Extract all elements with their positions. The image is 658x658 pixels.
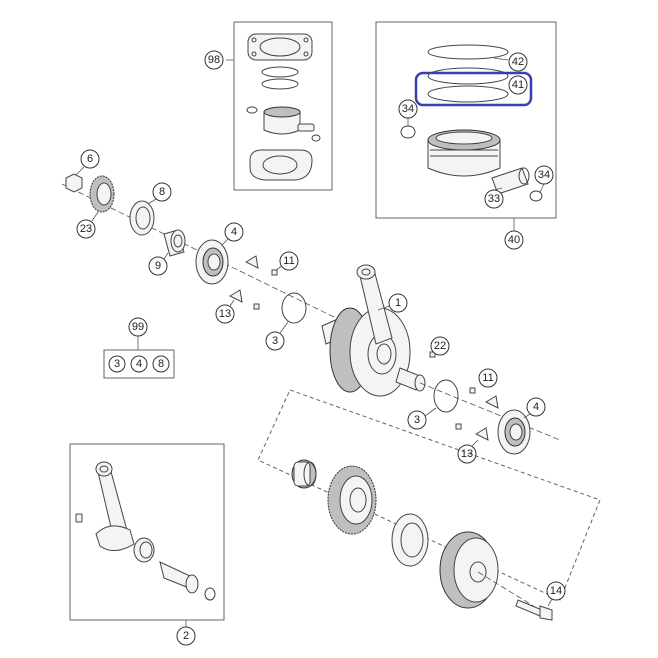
- callout-2: [176, 626, 196, 646]
- callout-3-lower-label: 3: [414, 414, 420, 426]
- kit-99-item-8: 8: [158, 358, 164, 370]
- highlight-box: [414, 71, 533, 107]
- kit-99-item-3: 3: [114, 358, 120, 370]
- kit-99-group: 99 3 4 8: [103, 317, 175, 379]
- callout-98: [204, 50, 224, 70]
- callout-34-left-label: 34: [402, 103, 414, 115]
- gasket-set-box: 98: [204, 21, 333, 191]
- washer-8-group: 8: [129, 182, 172, 236]
- callout-2-label: 2: [183, 630, 189, 642]
- callout-42-label: 42: [512, 56, 524, 68]
- callout-23: [76, 219, 96, 239]
- callout-6-label: 6: [87, 153, 93, 165]
- small-pin: [253, 303, 260, 310]
- callout-13-lower: [457, 444, 477, 464]
- piston-ring-41a: [427, 67, 509, 85]
- callout-6: [80, 149, 100, 169]
- callout-4-lower: [526, 397, 546, 417]
- dowel-pin: [244, 255, 259, 269]
- callout-11-lower-label: 11: [482, 372, 493, 384]
- callout-11-upper: [279, 251, 299, 271]
- callout-11-upper-label: 11: [283, 255, 294, 267]
- callout-34-right-label: 34: [538, 169, 550, 181]
- balancer-dashed-box: [257, 389, 601, 601]
- nut-6: [65, 173, 83, 193]
- callout-9-label: 9: [155, 260, 161, 272]
- kit-99-box: [103, 349, 175, 379]
- callout-41: [508, 75, 528, 95]
- balancer-dashed-group: [257, 389, 601, 609]
- small-pin: [469, 387, 476, 394]
- callout-3-lower: [407, 410, 427, 430]
- callout-40-label: 40: [508, 234, 520, 246]
- callout-99-label: 99: [132, 321, 144, 333]
- callout-33-label: 33: [488, 193, 500, 205]
- callout-4-lower-label: 4: [533, 401, 539, 413]
- o-ring-3-upper-group: 3: [265, 292, 307, 351]
- lower-right-parts: 22 3 11 13 4: [407, 336, 546, 464]
- conrod-kit-box: 2: [69, 443, 225, 646]
- dowel-pin: [228, 289, 243, 303]
- timing-gear-group: 6 23: [65, 149, 115, 239]
- callout-1-label: 1: [395, 297, 401, 309]
- callout-13-upper: [215, 304, 235, 324]
- callout-41-label: 41: [512, 79, 524, 91]
- piston-ring: [261, 66, 299, 78]
- callout-34-left: [398, 99, 418, 119]
- dowel-pin: [474, 427, 489, 441]
- callout-33: [484, 189, 504, 209]
- callout-14: [546, 581, 566, 601]
- callout-34-right: [534, 165, 554, 185]
- callout-3-upper-label: 3: [272, 335, 278, 347]
- callout-11-lower: [478, 368, 498, 388]
- bearing-4-upper-group: 4: [195, 222, 244, 285]
- o-ring: [433, 379, 459, 413]
- callout-13-lower-label: 13: [461, 448, 473, 460]
- circlip-right: [529, 190, 543, 202]
- callout-4-upper: [224, 222, 244, 242]
- crankshaft-group: 1: [321, 264, 426, 397]
- callout-22: [430, 336, 450, 356]
- callout-3-upper: [265, 331, 285, 351]
- piston-ring-42: [427, 44, 509, 60]
- callout-4-upper-label: 4: [231, 226, 237, 238]
- callout-23-label: 23: [80, 223, 92, 235]
- callout-8-label: 8: [159, 186, 165, 198]
- cylinder-base-gasket: [249, 149, 313, 181]
- callout-9: [148, 256, 168, 276]
- dowel-pin: [484, 395, 499, 409]
- piston-ring: [261, 78, 299, 90]
- conrod-kit-bearing: [133, 537, 155, 563]
- bushing-9-group: 9: [148, 229, 186, 276]
- callout-14-label: 14: [550, 585, 562, 597]
- small-pin: [429, 351, 436, 358]
- callout-98-label: 98: [208, 54, 220, 66]
- piston-ring-41b: [427, 85, 509, 103]
- kit-99-item-4: 4: [136, 358, 142, 370]
- callout-42: [508, 52, 528, 72]
- piston-pin-small: [297, 123, 315, 132]
- callout-1: [388, 293, 408, 313]
- callout-8: [152, 182, 172, 202]
- piston-assembly-box: 42 41 34 34 33 40: [375, 21, 557, 250]
- o-ring: [281, 292, 307, 324]
- callout-22-label: 22: [434, 340, 446, 352]
- callout-13-upper-label: 13: [219, 308, 231, 320]
- small-pin: [455, 423, 462, 430]
- bolt-14-group: 14: [477, 571, 566, 621]
- callout-40: [504, 230, 524, 250]
- small-pin: [271, 269, 278, 276]
- dowels-upper-group: 11 13: [215, 251, 299, 324]
- cylinder-head-gasket: [247, 33, 313, 61]
